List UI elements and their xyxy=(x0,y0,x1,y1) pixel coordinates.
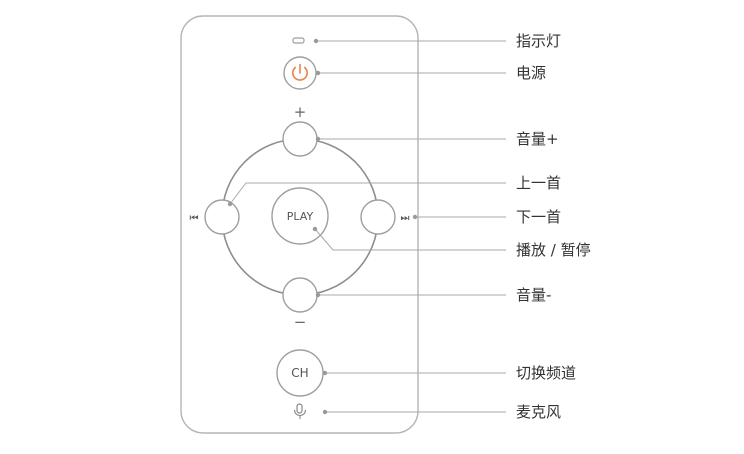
label-next: 下一首 xyxy=(516,208,562,226)
next-button[interactable] xyxy=(360,199,396,235)
label-microphone: 麦克风 xyxy=(516,403,562,421)
leader-play xyxy=(314,228,506,251)
indicator-light-icon xyxy=(292,37,305,44)
leader-lines xyxy=(229,40,506,413)
label-indicator: 指示灯 xyxy=(516,32,562,50)
label-volume-down: 音量- xyxy=(516,286,552,304)
next-track-icon: ⏭ xyxy=(401,213,410,224)
leader-dots xyxy=(227,38,418,415)
play-button-label: PLAY xyxy=(287,210,314,223)
previous-track-icon: ⏮ xyxy=(190,213,199,224)
play-pause-button[interactable]: PLAY xyxy=(271,187,329,245)
power-icon xyxy=(292,63,308,81)
label-previous: 上一首 xyxy=(516,174,562,192)
previous-button[interactable] xyxy=(204,199,240,235)
volume-down-button[interactable] xyxy=(282,277,318,313)
label-play-pause: 播放 / 暂停 xyxy=(516,241,591,259)
channel-button-label: CH xyxy=(291,366,308,380)
volume-plus-symbol: + xyxy=(294,103,307,121)
power-button[interactable] xyxy=(283,56,317,90)
microphone-icon xyxy=(293,403,307,419)
label-channel: 切换频道 xyxy=(516,364,577,382)
channel-button[interactable]: CH xyxy=(276,349,324,397)
leader-previous xyxy=(229,182,506,205)
label-volume-up: 音量+ xyxy=(516,130,559,148)
volume-up-button[interactable] xyxy=(282,121,318,157)
label-power: 电源 xyxy=(516,64,547,82)
volume-minus-symbol: − xyxy=(294,313,307,331)
